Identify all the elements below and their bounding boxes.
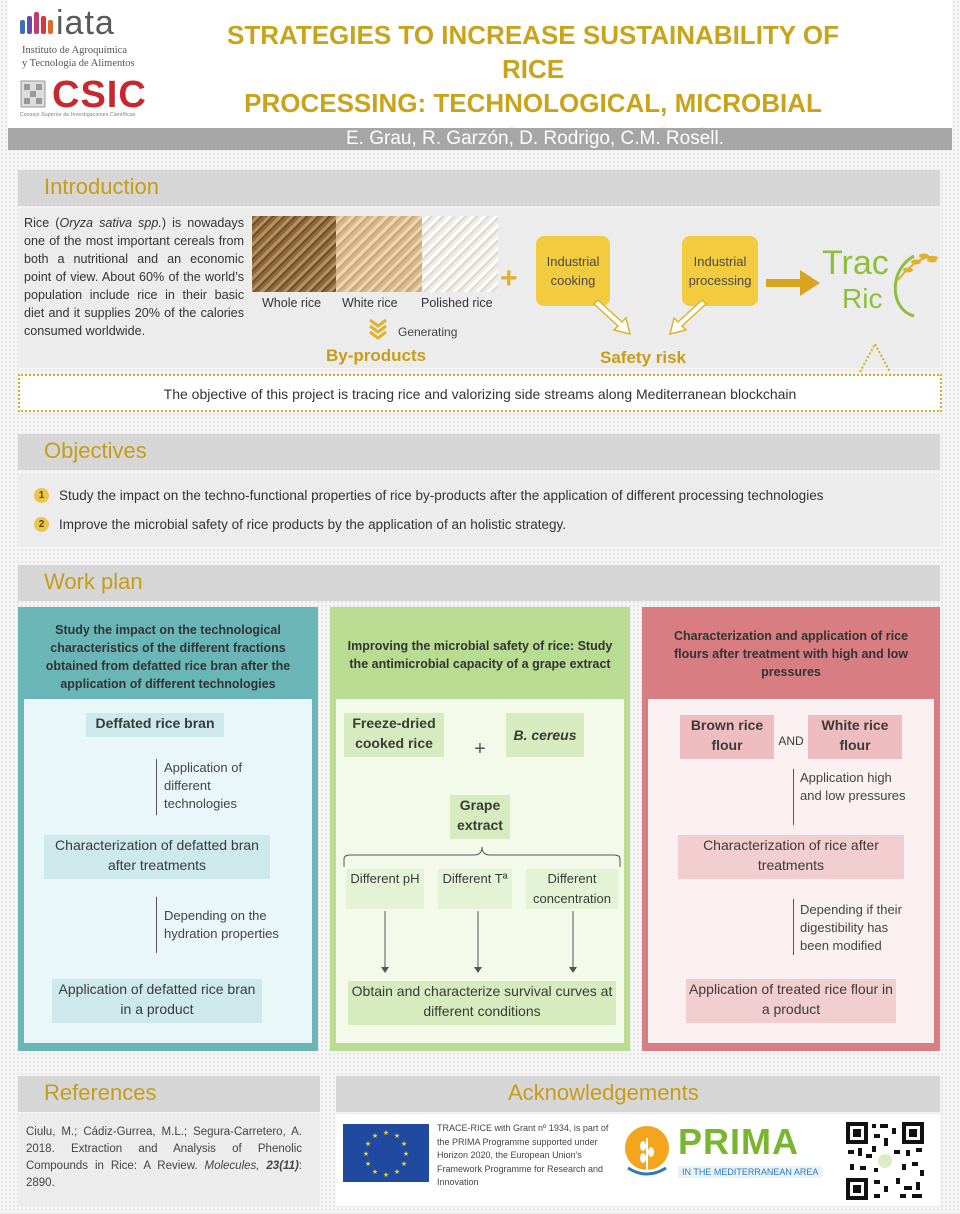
application-flour-product-box: Application of treated rice flour in a p… — [686, 979, 896, 1023]
note-application-technologies: Application of different technologies — [164, 760, 243, 811]
csic-subtitle: Consejo Superior de Investigaciones Cien… — [20, 112, 136, 118]
csic-logo: CSIC Consejo Superior de Investigaciones… — [20, 74, 195, 120]
white-rice-flour-box: White rice flour — [808, 715, 902, 759]
workplan-column-technology: Study the impact on the technological ch… — [18, 607, 318, 1051]
polished-rice-label: Polished rice — [421, 296, 493, 310]
objectives-body — [18, 474, 940, 546]
condition-temperature-box: Different Tª — [438, 869, 512, 909]
pointer-up-icon — [859, 341, 891, 373]
authors: E. Grau, R. Garzón, D. Rodrigo, C.M. Ros… — [8, 128, 952, 150]
industrial-processing-box: Industrial processing — [682, 236, 758, 306]
plus-icon: + — [474, 738, 486, 760]
workplan-header: Work plan — [18, 565, 940, 601]
svg-text:★: ★ — [383, 1171, 389, 1179]
whole-rice-photo — [252, 216, 336, 292]
prima-subtitle: IN THE MEDITERRANEAN AREA — [678, 1166, 823, 1178]
note-hydration-properties: Depending on the hydration properties — [164, 908, 279, 941]
acknowledgement-text: TRACE-RICE with Grant nº 1934, is part o… — [437, 1123, 609, 1187]
csic-emblem-icon — [20, 80, 46, 108]
characterization-bran-box: Characterization of defatted bran after … — [44, 835, 270, 879]
reference-entry: Ciulu, M.; Cádiz-Gurrea, M.L.; Segura-Ca… — [26, 1126, 302, 1189]
svg-text:★: ★ — [372, 1132, 378, 1140]
svg-text:★: ★ — [365, 1140, 371, 1148]
prima-logo-text: PRIMA — [678, 1121, 799, 1162]
condition-concentration-box: Different concentration — [526, 869, 618, 909]
objectives-header: Objectives — [18, 434, 940, 470]
workplan-column-microbial: Improving the microbial safety of rice: … — [330, 607, 630, 1051]
svg-text:★: ★ — [403, 1150, 409, 1158]
arrow-right-icon — [766, 270, 820, 296]
svg-text:★: ★ — [363, 1150, 369, 1158]
trace-logo-top: Trac — [822, 244, 889, 282]
chevron-down-icon — [369, 318, 387, 340]
svg-text:★: ★ — [383, 1129, 389, 1137]
iata-logo: iata Instituto de Agroquímica y Tecnolog… — [20, 4, 190, 70]
column-title: Characterization and application of rice… — [673, 629, 909, 679]
plus-icon: + — [500, 262, 518, 295]
introduction-heading: Introduction — [44, 174, 159, 199]
qr-code-icon[interactable] — [844, 1120, 926, 1202]
safety-risk-label: Safety risk — [600, 348, 686, 367]
note-pressures: Application high and low pressures — [800, 770, 906, 803]
generating-label: Generating — [398, 325, 458, 339]
objective-statement: The objective of this project is tracing… — [18, 374, 942, 412]
column-title: Improving the microbial safety of rice: … — [347, 639, 613, 671]
svg-text:★: ★ — [365, 1160, 371, 1168]
objective-item-2: 2 Improve the microbial safety of rice p… — [34, 517, 566, 532]
svg-text:★: ★ — [394, 1132, 400, 1140]
arrow-down-left-icon — [668, 300, 708, 336]
objective-text: Improve the microbial safety of rice pro… — [59, 517, 566, 532]
acknowledgements-header: Acknowledgements — [336, 1076, 940, 1112]
iata-bars-icon — [20, 12, 53, 34]
rice-spike-icon — [893, 253, 939, 318]
iata-subtitle: Instituto de Agroquímica y Tecnología de… — [22, 45, 135, 69]
references-header: References — [18, 1076, 320, 1112]
objectives-heading: Objectives — [44, 438, 147, 463]
workplan-heading: Work plan — [44, 569, 143, 594]
svg-text:★: ★ — [394, 1168, 400, 1176]
eu-flag-icon: ★★★★ ★★★★ ★★★★ — [343, 1124, 429, 1182]
byproducts-label: By-products — [326, 346, 427, 365]
trace-logo-bottom: Ric — [842, 283, 883, 314]
white-rice-photo — [336, 216, 422, 292]
freeze-dried-rice-box: Freeze-dried cooked rice — [344, 713, 444, 757]
svg-text:★: ★ — [401, 1140, 407, 1148]
svg-text:★: ★ — [372, 1168, 378, 1176]
iata-word: iata — [56, 4, 115, 42]
survival-curves-box: Obtain and characterize survival curves … — [348, 981, 616, 1025]
note-digestibility: Depending if their digestibility has bee… — [800, 902, 902, 953]
and-label: AND — [778, 734, 804, 748]
acknowledgements-heading: Acknowledgements — [508, 1080, 699, 1105]
arrows-down-icon — [381, 911, 577, 973]
objective-item-1: 1 Study the impact on the techno-functio… — [34, 488, 823, 503]
white-rice-label: White rice — [342, 296, 398, 310]
references-heading: References — [44, 1080, 157, 1105]
column-title: Study the impact on the technological ch… — [45, 623, 291, 691]
polished-rice-photo — [422, 216, 498, 292]
arrow-down-right-icon — [592, 300, 632, 336]
objective-text: Study the impact on the techno-functiona… — [59, 488, 824, 503]
references-body — [18, 1114, 320, 1206]
workplan-column-nutritional: Characterization and application of rice… — [642, 607, 940, 1051]
objective-number: 1 — [34, 488, 49, 503]
header: iata Instituto de Agroquímica y Tecnolog… — [8, 0, 952, 152]
brace-icon — [343, 846, 621, 867]
introduction-header: Introduction — [18, 170, 940, 206]
application-bran-product-box: Application of defatted rice bran in a p… — [52, 979, 262, 1023]
csic-word: CSIC — [52, 74, 147, 116]
characterization-rice-box: Characterization of rice after treatment… — [678, 835, 904, 879]
whole-rice-label: Whole rice — [262, 296, 322, 310]
svg-text:★: ★ — [401, 1160, 407, 1168]
objective-number: 2 — [34, 517, 49, 532]
introduction-text: Rice (Oryza sativa spp.) is nowadays one… — [24, 216, 244, 338]
prima-sun-icon — [625, 1126, 669, 1178]
industrial-cooking-box: Industrial cooking — [536, 236, 610, 306]
b-cereus-box: B. cereus — [506, 713, 584, 757]
grape-extract-box: Grape extract — [450, 795, 510, 839]
defatted-rice-bran-box: Deffated rice bran — [86, 713, 224, 737]
brown-rice-flour-box: Brown rice flour — [680, 715, 774, 759]
condition-ph-box: Different pH — [346, 869, 424, 909]
